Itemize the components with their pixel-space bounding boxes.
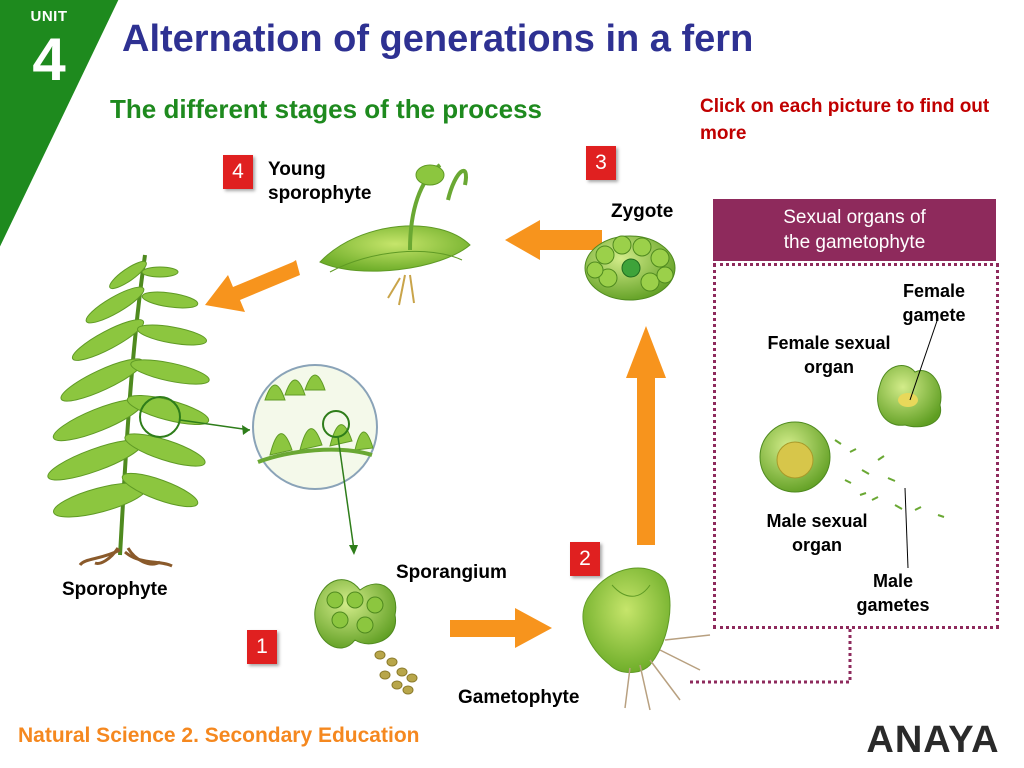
stage-badge-4[interactable]: 4 — [223, 155, 253, 189]
sporangium-label: Sporangium — [396, 562, 507, 583]
unit-tab — [0, 0, 122, 251]
female-organ-label-line1: Female sexual — [767, 333, 891, 353]
stage-badge-1[interactable]: 1 — [247, 630, 277, 664]
stage-badge-3[interactable]: 3 — [586, 146, 616, 180]
young-sporophyte-image[interactable] — [319, 163, 471, 306]
arrow-young-to-sporophyte — [205, 260, 300, 312]
sexual-organs-panel-header[interactable]: Sexual organs of the gametophyte — [713, 199, 996, 261]
female-organ-label: Female sexual organ — [752, 331, 906, 379]
panel-connector — [690, 626, 852, 684]
sporophyte-fern-image[interactable] — [44, 254, 251, 568]
male-gametes-label-line2: gametes — [856, 595, 930, 615]
page-subtitle: The different stages of the process — [110, 94, 542, 124]
gametophyte-label: Gametophyte — [458, 687, 580, 708]
anaya-logo: ANAYA — [866, 719, 999, 761]
arrow-gametophyte-to-zygote — [626, 326, 666, 545]
young-sporophyte-label-line1: Young — [268, 159, 326, 180]
unit-label: UNIT — [30, 8, 68, 25]
zygote-image[interactable] — [584, 235, 676, 301]
male-organ-label-line1: Male sexual — [766, 511, 868, 531]
magnified-pinnae-image[interactable] — [252, 364, 378, 555]
young-sporophyte-label: Young sporophyte — [268, 158, 371, 206]
male-gametes-label-line1: Male — [872, 571, 914, 591]
unit-number: 4 — [32, 26, 66, 93]
male-organ-image[interactable] — [759, 421, 945, 518]
male-organ-label-line2: organ — [791, 535, 842, 555]
female-gamete-label-line1: Female — [902, 281, 966, 301]
female-gamete-label-line2: gamete — [902, 305, 966, 325]
male-gametes-label: Male gametes — [838, 569, 948, 617]
instruction-text: Click on each picture to find out more — [700, 96, 990, 144]
female-gamete-label: Female gamete — [882, 279, 986, 327]
arrow-sporangium-to-gametophyte — [450, 608, 552, 648]
male-organ-label: Male sexual organ — [748, 509, 886, 557]
sporangium-image[interactable] — [314, 579, 418, 695]
panel-title-line1: Sexual organs of — [783, 207, 926, 228]
female-organ-image[interactable] — [877, 365, 942, 428]
panel-title-line2: the gametophyte — [783, 232, 926, 253]
sexual-organs-panel — [713, 263, 999, 629]
female-organ-label-line2: organ — [803, 357, 854, 377]
page-title: Alternation of generations in a fern — [122, 18, 754, 60]
male-gametes-pointer — [904, 487, 909, 569]
zygote-label: Zygote — [611, 201, 674, 222]
female-gamete-pointer — [909, 317, 939, 401]
svg-text:ANAYA: ANAYA — [866, 719, 999, 761]
gametophyte-image[interactable] — [582, 567, 711, 711]
stage-badge-2[interactable]: 2 — [570, 542, 600, 576]
young-sporophyte-label-line2: sporophyte — [268, 183, 372, 204]
footer-text: Natural Science 2. Secondary Education — [18, 724, 420, 747]
arrow-zygote-to-young — [505, 220, 602, 260]
sporophyte-label: Sporophyte — [62, 579, 168, 600]
